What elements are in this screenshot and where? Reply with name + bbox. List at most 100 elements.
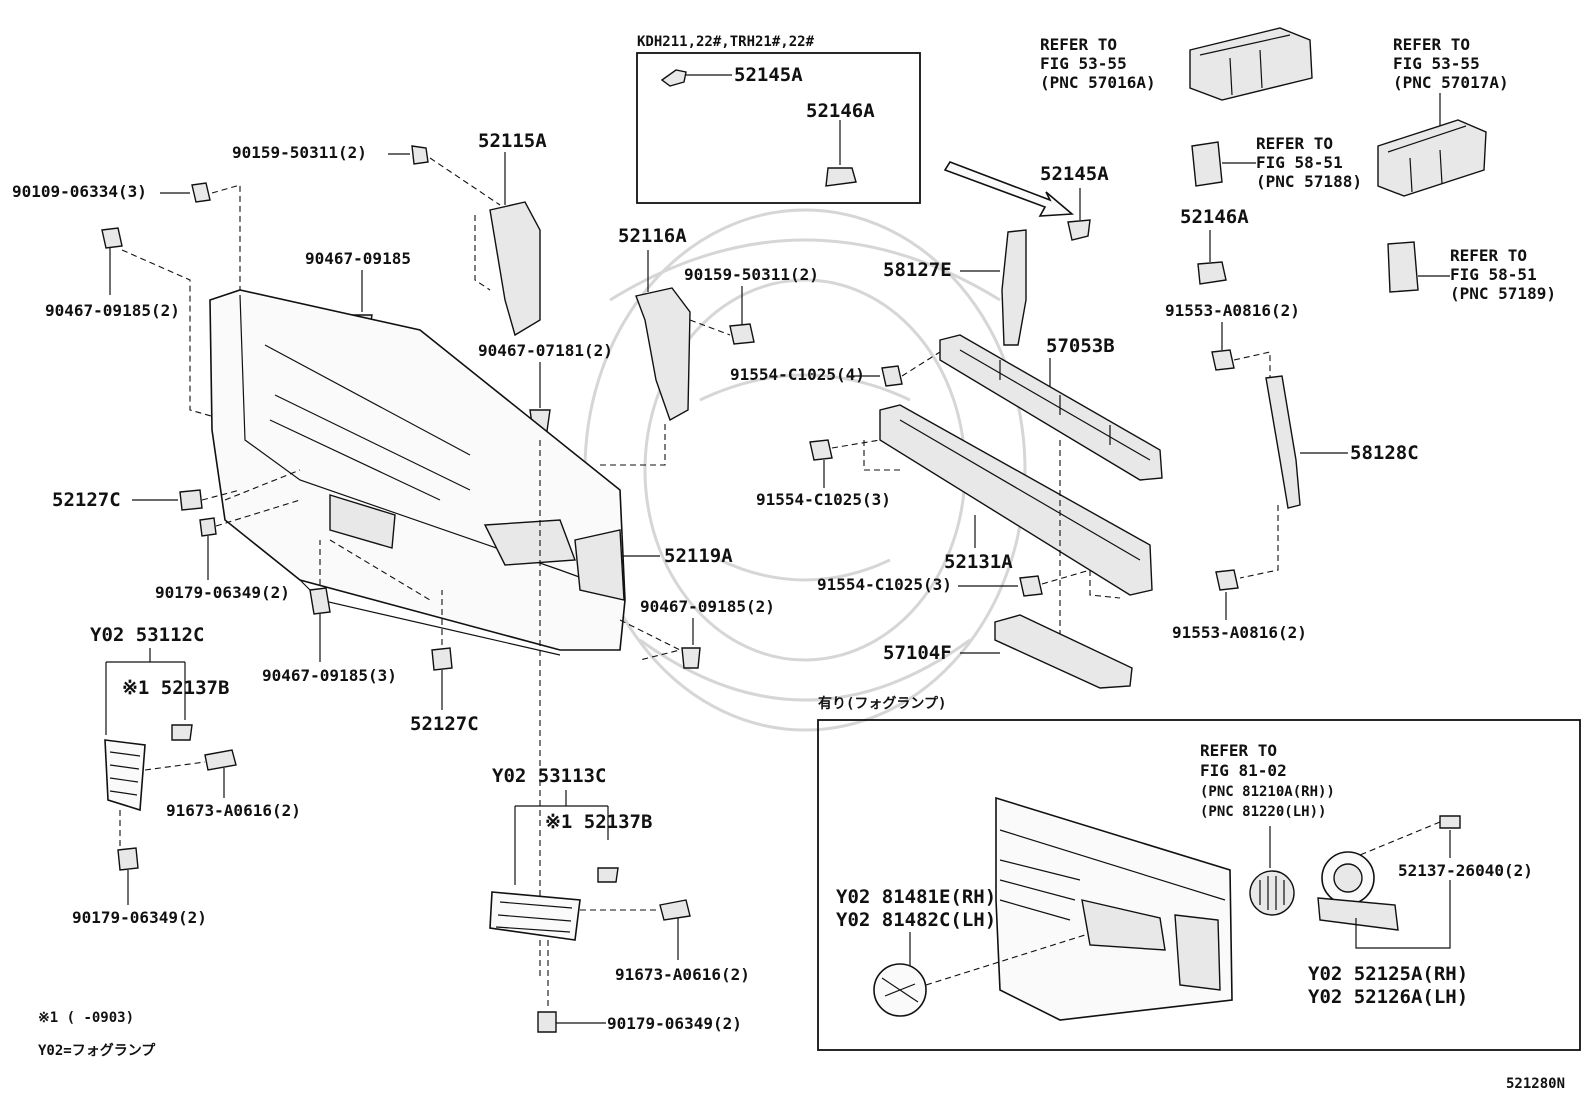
label-91554-C1025-3a: 91554-C1025(3) bbox=[756, 490, 891, 509]
label-91554-C1025-4: 91554-C1025(4) bbox=[730, 365, 865, 384]
bolt-91554-c bbox=[1019, 575, 1043, 597]
screw-90159-b bbox=[729, 323, 755, 345]
svg-text:(PNC 81210A(RH)): (PNC 81210A(RH)) bbox=[1200, 784, 1335, 800]
svg-text:REFER TO: REFER TO bbox=[1393, 35, 1470, 54]
label-90179-06349-b: 90179-06349(2) bbox=[72, 908, 207, 927]
clip-90467-a bbox=[101, 227, 123, 249]
fog-lamp-lens bbox=[1333, 863, 1363, 893]
label-90467-09185-2a: 90467-09185(2) bbox=[45, 301, 180, 320]
screw-91673-a bbox=[204, 749, 237, 771]
bolt-91554-b bbox=[809, 439, 833, 461]
label-52115A: 52115A bbox=[478, 130, 547, 152]
clip-52137B-a bbox=[171, 724, 193, 741]
duct-57016A bbox=[1189, 27, 1313, 101]
label-90179-06349-a: 90179-06349(2) bbox=[155, 583, 290, 602]
label-58128C: 58128C bbox=[1350, 442, 1419, 464]
clip-52145A-small bbox=[660, 69, 687, 87]
label-52137B-b: ※1 52137B bbox=[545, 811, 652, 833]
side-panel bbox=[1174, 914, 1221, 991]
label-53113C: Y02 53113C bbox=[492, 765, 606, 787]
bracket-52115A bbox=[489, 201, 541, 337]
screw-91673-b bbox=[659, 899, 691, 921]
label-52127C-a: 52127C bbox=[52, 489, 121, 511]
clip-90467-d bbox=[681, 647, 701, 669]
label-81482C: Y02 81482C(LH) bbox=[836, 909, 996, 931]
label-90109-06334: 90109-06334(3) bbox=[12, 182, 147, 201]
svg-text:(PNC 57017A): (PNC 57017A) bbox=[1393, 73, 1509, 92]
label-91553-A0816-a: 91553-A0816(2) bbox=[1165, 301, 1300, 320]
bracket-58128C bbox=[1265, 375, 1301, 509]
svg-text:(PNC 57189): (PNC 57189) bbox=[1450, 284, 1556, 303]
svg-text:REFER TO: REFER TO bbox=[1200, 741, 1277, 760]
clip-52137-26040 bbox=[1439, 815, 1461, 829]
label-90467-07181: 90467-07181(2) bbox=[478, 341, 613, 360]
nut-90179-b bbox=[117, 847, 139, 871]
note-y02: Y02=フォグランプ bbox=[38, 1042, 156, 1059]
label-52145A-variant: 52145A bbox=[734, 64, 803, 86]
retainer-57053B bbox=[939, 334, 1163, 481]
label-58127E: 58127E bbox=[883, 259, 952, 281]
ref-fig81-02: REFER TO FIG 81-02 (PNC 81210A(RH)) (PNC… bbox=[1200, 741, 1335, 820]
label-91553-A0816-b: 91553-A0816(2) bbox=[1172, 623, 1307, 642]
bracket-52116A bbox=[635, 287, 691, 422]
clip-52146A bbox=[1197, 261, 1227, 285]
fog-bulb bbox=[1249, 870, 1295, 916]
svg-text:REFER TO: REFER TO bbox=[1256, 134, 1333, 153]
clip-90467-c bbox=[309, 587, 331, 615]
svg-text:FIG 58-51: FIG 58-51 bbox=[1450, 265, 1537, 284]
cover-52127C-a bbox=[179, 489, 203, 511]
ref-fig58-51-a: REFER TO FIG 58-51 (PNC 57188) bbox=[1256, 134, 1362, 191]
diagram-code: 521280N bbox=[1506, 1076, 1565, 1092]
svg-text:REFER TO: REFER TO bbox=[1040, 35, 1117, 54]
label-52146A: 52146A bbox=[1180, 206, 1249, 228]
screw-90159-a bbox=[411, 145, 429, 165]
label-52125A: Y02 52125A(RH) bbox=[1308, 963, 1468, 985]
label-52127C-b: 52127C bbox=[410, 713, 479, 735]
svg-text:(PNC 81220(LH)): (PNC 81220(LH)) bbox=[1200, 804, 1326, 820]
label-90467-09185-3: 90467-09185(3) bbox=[262, 666, 397, 685]
bracket-57188 bbox=[1191, 141, 1223, 187]
bolt-91554-a bbox=[881, 365, 903, 387]
fog-box-title: 有り(フォグランプ) bbox=[818, 695, 946, 712]
bracket-57189 bbox=[1387, 241, 1419, 293]
note-1: ※1 ( -0903) bbox=[38, 1010, 134, 1026]
svg-text:FIG 58-51: FIG 58-51 bbox=[1256, 153, 1343, 172]
label-57104F: 57104F bbox=[883, 642, 952, 664]
label-52116A: 52116A bbox=[618, 225, 687, 247]
label-90179-06349-c: 90179-06349(2) bbox=[607, 1014, 742, 1033]
clip-52137B-b bbox=[597, 867, 619, 883]
variant-box bbox=[636, 52, 921, 204]
bracket-58127E bbox=[1001, 229, 1027, 346]
direction-arrow bbox=[943, 161, 1075, 217]
label-52131A: 52131A bbox=[944, 551, 1013, 573]
clip-52146A-small bbox=[825, 167, 857, 187]
svg-text:(PNC 57016A): (PNC 57016A) bbox=[1040, 73, 1156, 92]
ref-fig53-55-a: REFER TO FIG 53-55 (PNC 57016A) bbox=[1040, 35, 1156, 92]
label-90159-50311-a: 90159-50311(2) bbox=[232, 143, 367, 162]
label-91673-A0616-b: 91673-A0616(2) bbox=[615, 965, 750, 984]
fog-lamp-box bbox=[817, 719, 1581, 1051]
label-90467-09185: 90467-09185 bbox=[305, 249, 411, 268]
label-52126A: Y02 52126A(LH) bbox=[1308, 986, 1468, 1008]
nut-90179-c bbox=[537, 1011, 557, 1033]
reinforcement-52131A bbox=[879, 404, 1153, 596]
nut-90179-a bbox=[199, 517, 217, 537]
label-52137-26040: 52137-26040(2) bbox=[1398, 861, 1533, 880]
svg-text:REFER TO: REFER TO bbox=[1450, 246, 1527, 265]
plate-57104F bbox=[994, 614, 1133, 689]
fog-lamp-bracket bbox=[1317, 897, 1399, 931]
label-57053B: 57053B bbox=[1046, 335, 1115, 357]
ref-fig58-51-b: REFER TO FIG 58-51 (PNC 57189) bbox=[1450, 246, 1556, 303]
bolt-90109 bbox=[191, 182, 211, 203]
label-81481E: Y02 81481E(RH) bbox=[836, 886, 996, 908]
label-52119A: 52119A bbox=[664, 545, 733, 567]
svg-text:FIG 53-55: FIG 53-55 bbox=[1040, 54, 1127, 73]
label-91554-C1025-3b: 91554-C1025(3) bbox=[817, 575, 952, 594]
label-52146A-variant: 52146A bbox=[806, 100, 875, 122]
svg-text:FIG 81-02: FIG 81-02 bbox=[1200, 761, 1287, 780]
label-52137B-a: ※1 52137B bbox=[122, 677, 229, 699]
label-90467-09185-2b: 90467-09185(2) bbox=[640, 597, 775, 616]
variant-box-title: KDH211,22#,TRH21#,22# bbox=[637, 34, 815, 50]
clip-52145A bbox=[1067, 219, 1091, 241]
